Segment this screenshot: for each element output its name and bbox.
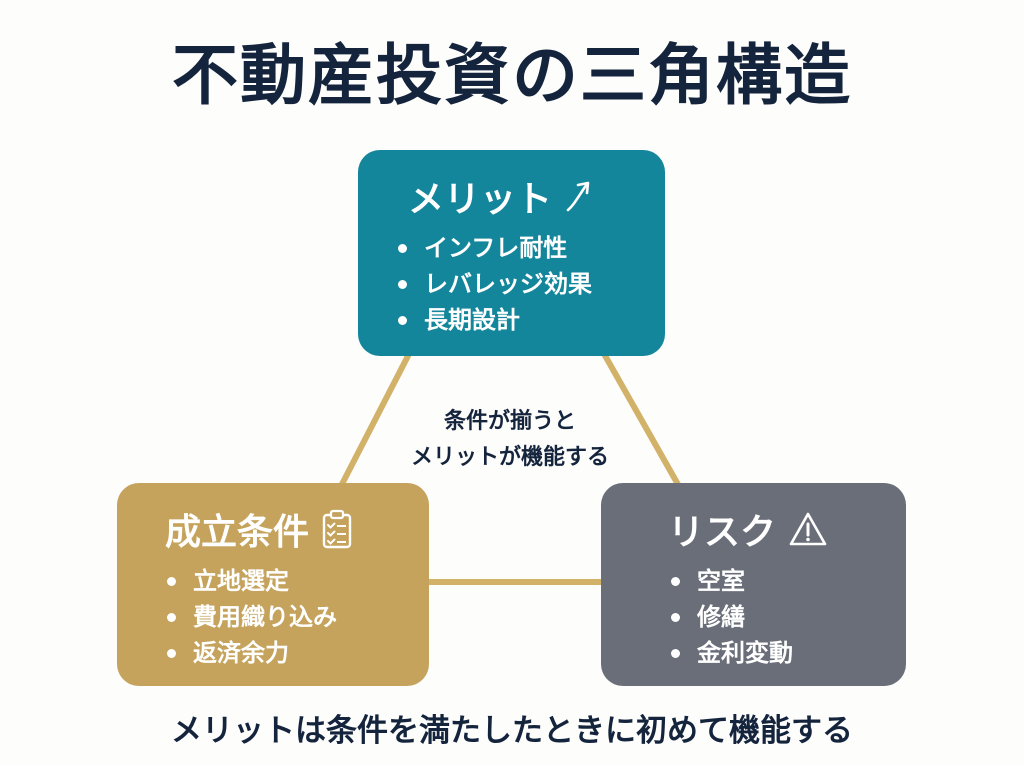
center-note-line-1: 条件が揃うと	[443, 409, 576, 434]
connector-merit-conditions	[337, 349, 413, 491]
center-note-line-2: メリットが機能する	[410, 445, 609, 470]
list-item: 立地選定	[167, 563, 429, 599]
conditions-box: 成立条件 立地選定 費用織り込み 返済余力	[117, 483, 429, 686]
merit-heading: メリット	[408, 179, 553, 220]
bullet-icon	[398, 315, 407, 325]
bullet-icon	[671, 576, 680, 586]
merit-box: メリット インフレ耐性 レバレッジ効果 長期設計	[358, 150, 665, 356]
merit-list: インフレ耐性 レバレッジ効果 長期設計	[398, 230, 665, 338]
bullet-icon	[167, 612, 176, 622]
risk-box: リスク 空室 修繕 金利変動	[601, 483, 906, 686]
conditions-list: 立地選定 費用織り込み 返済余力	[167, 563, 429, 671]
bottom-note: メリットは条件を満たしたときに初めて機能する	[171, 713, 853, 749]
list-item: 返済余力	[167, 635, 429, 671]
bullet-icon	[398, 243, 407, 253]
list-item: 長期設計	[398, 302, 665, 338]
risk-heading-row: リスク	[668, 503, 906, 555]
risk-heading: リスク	[668, 512, 777, 553]
list-item: 金利変動	[671, 635, 906, 671]
diagram-title: 不動産投資の三角構造	[172, 37, 852, 114]
bullet-icon	[167, 648, 176, 658]
trend-up-arrow-icon	[564, 179, 594, 213]
list-item: 費用織り込み	[167, 599, 429, 635]
list-item: 空室	[671, 563, 906, 599]
conditions-heading: 成立条件	[165, 512, 310, 553]
risk-list: 空室 修繕 金利変動	[671, 563, 906, 671]
list-item: 修繕	[671, 599, 906, 635]
bullet-icon	[398, 279, 407, 289]
checklist-clipboard-icon	[321, 509, 353, 549]
center-note: 条件が揃うと メリットが機能する	[360, 404, 660, 476]
conditions-heading-row: 成立条件	[165, 503, 429, 555]
list-item: レバレッジ効果	[398, 266, 665, 302]
warning-triangle-icon	[788, 511, 828, 547]
merit-heading-row: メリット	[408, 170, 665, 222]
bullet-icon	[167, 576, 176, 586]
bullet-icon	[671, 612, 680, 622]
bullet-icon	[671, 648, 680, 658]
connector-merit-risk	[600, 349, 683, 491]
list-item: インフレ耐性	[398, 230, 665, 266]
